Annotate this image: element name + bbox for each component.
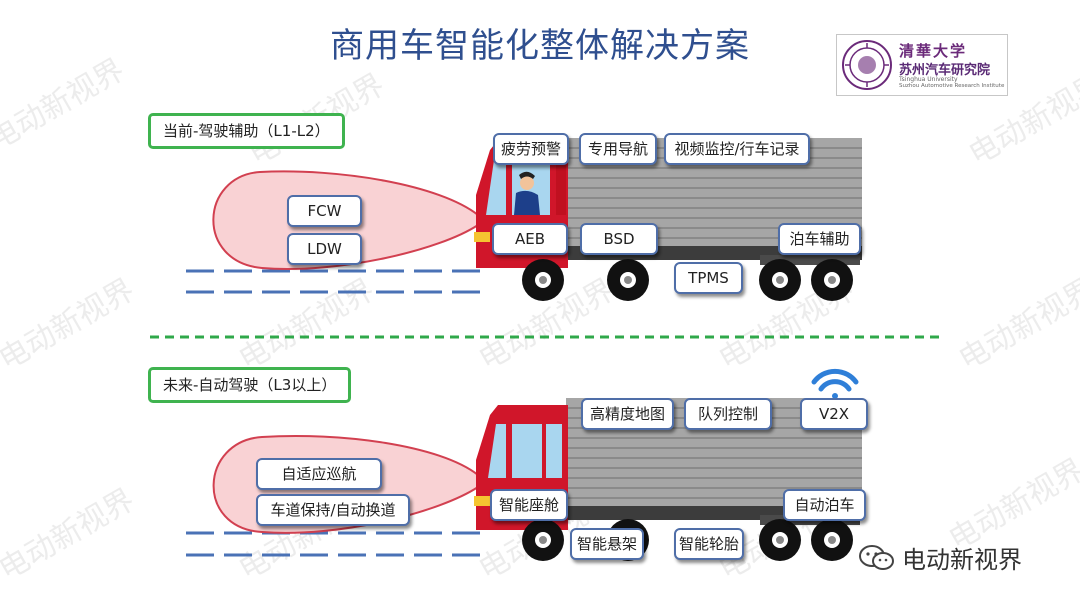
tsinghua-logo: 清華大学 苏州汽车研究院 Tsinghua University Suzhou … <box>836 34 1008 96</box>
tag-fatigue-warning: 疲劳预警 <box>493 133 569 165</box>
section-label-current: 当前-驾驶辅助（L1-L2） <box>148 113 345 149</box>
logo-institute-name: 苏州汽车研究院 <box>899 63 991 78</box>
tag-fcw: FCW <box>287 195 362 227</box>
tag-video-monitoring: 视频监控/行车记录 <box>664 133 810 165</box>
lane-lines-top <box>186 269 490 294</box>
logo-university-name: 清華大学 <box>899 42 968 60</box>
tag-dedicated-navigation: 专用导航 <box>579 133 657 165</box>
section-label-future: 未来-自动驾驶（L3以上） <box>148 367 352 403</box>
page-title: 商用车智能化整体解决方案 <box>330 26 750 66</box>
tag-ldw: LDW <box>287 233 362 265</box>
wifi-icon <box>811 368 859 399</box>
tag-auto-parking: 自动泊车 <box>783 489 866 521</box>
tag-smart-tire: 智能轮胎 <box>674 528 744 560</box>
logo-university-en: Tsinghua University <box>899 76 958 83</box>
tag-tpms: TPMS <box>674 262 743 294</box>
wechat-icon <box>859 545 894 570</box>
tag-adaptive-cruise: 自适应巡航 <box>256 458 382 490</box>
wheels-top <box>522 259 853 301</box>
tag-lane-keeping: 车道保持/自动换道 <box>256 494 410 526</box>
lane-lines-bottom <box>186 531 490 557</box>
tag-hd-map: 高精度地图 <box>581 398 674 430</box>
tag-v2x: V2X <box>800 398 868 430</box>
tag-smart-suspension: 智能悬架 <box>570 528 644 560</box>
brand-name: 电动新视界 <box>902 546 1022 574</box>
tag-bsd: BSD <box>580 223 658 255</box>
university-seal-icon <box>842 40 892 90</box>
tag-platoon-control: 队列控制 <box>684 398 772 430</box>
tag-aeb: AEB <box>492 223 568 255</box>
logo-institute-en: Suzhou Automotive Research Institute <box>899 83 1005 89</box>
tag-smart-cockpit: 智能座舱 <box>490 489 568 521</box>
tag-parking-assist: 泊车辅助 <box>778 223 861 255</box>
